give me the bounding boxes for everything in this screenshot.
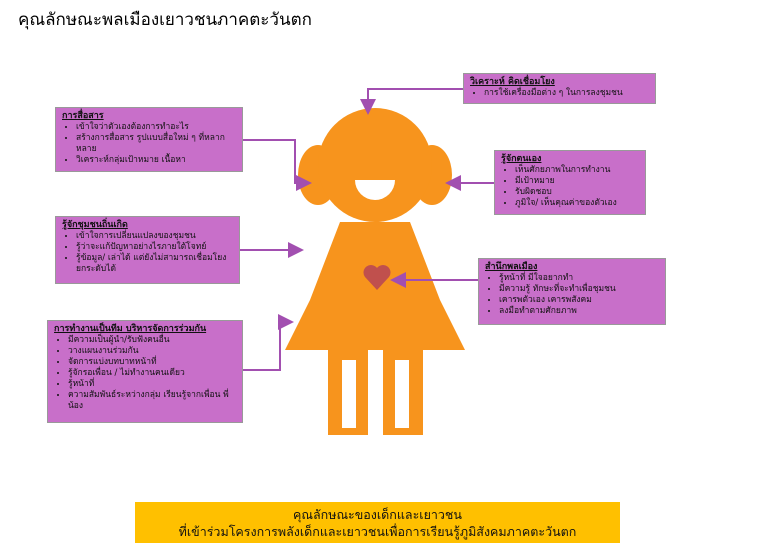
list-item: มีเป้าหมาย — [515, 176, 639, 187]
box-community: รู้จักชุมชนถิ่นเกิด เข้าใจการเปลี่ยนแปลง… — [55, 216, 240, 284]
list-item: วางแผนงานร่วมกัน — [68, 346, 236, 357]
list-item: สร้างการสื่อสาร รูปแบบสื่อใหม่ ๆ ที่หลาก… — [76, 133, 236, 155]
list-item: การใช้เครื่องมือต่าง ๆ ในการลงชุมชน — [484, 88, 649, 99]
list-item: รับผิดชอบ — [515, 187, 639, 198]
box-heading: สำนึกพลเมือง — [485, 262, 538, 272]
caption-banner: คุณลักษณะของเด็กและเยาวชน ที่เข้าร่วมโคร… — [135, 502, 620, 543]
list-item: ลงมือทำตามศักยภาพ — [499, 306, 659, 317]
box-heading: การทำงานเป็นทีม บริหารจัดการร่วมกัน — [54, 324, 207, 334]
list-item: วิเคราะห์กลุ่มเป้าหมาย เนื้อหา — [76, 155, 236, 166]
list-item: มีความรู้ ทักษะที่จะทำเพื่อชุมชน — [499, 284, 659, 295]
box-heading: วิเคราะห์ คิดเชื่อมโยง — [470, 77, 555, 87]
box-teamwork: การทำงานเป็นทีม บริหารจัดการร่วมกัน มีคว… — [47, 320, 243, 423]
list-item: มีความเป็นผู้นำ/รับฟังคนอื่น — [68, 335, 236, 346]
heart-icon — [363, 265, 391, 290]
list-item: รู้ว่าจะแก้ปัญหาอย่างไรภายใต้โจทย์ — [76, 242, 233, 253]
page-title: คุณลักษณะพลเมืองเยาวชนภาคตะวันตก — [18, 10, 312, 30]
list-item: เข้าใจว่าตัวเองต้องการทำอะไร — [76, 122, 236, 133]
box-communication: การสื่อสาร เข้าใจว่าตัวเองต้องการทำอะไรส… — [55, 107, 243, 172]
list-item: รู้ข้อมูล/ เล่าได้ แต่ยังไม่สามารถเชื่อม… — [76, 253, 233, 275]
arrows — [240, 88, 494, 371]
list-item: ความสัมพันธ์ระหว่างกลุ่ม เรียนรู้จากเพื่… — [68, 390, 236, 412]
list-item: เคารพตัวเอง เคารพสังคม — [499, 295, 659, 306]
head — [318, 108, 432, 222]
list-item: รู้จักรอเพื่อน / ไม่ทำงานคนเดียว — [68, 368, 236, 379]
box-heading: การสื่อสาร — [62, 111, 104, 121]
list-item: จัดการแบ่งบทบาทหน้าที่ — [68, 357, 236, 368]
list-item: ภูมิใจ/ เห็นคุณค่าของตัวเอง — [515, 198, 639, 209]
banner-line-1: คุณลักษณะของเด็กและเยาวชน — [293, 507, 462, 522]
list-item: เข้าใจการเปลี่ยนแปลงของชุมชน — [76, 231, 233, 242]
box-analysis: วิเคราะห์ คิดเชื่อมโยง การใช้เครื่องมือต… — [463, 73, 656, 104]
box-civic: สำนึกพลเมือง รู้หน้าที่ มีใจอยากทำมีความ… — [478, 258, 666, 325]
box-heading: รู้จักชุมชนถิ่นเกิด — [62, 220, 128, 230]
list-item: เห็นศักยภาพในการทำงาน — [515, 165, 639, 176]
list-item: รู้หน้าที่ — [68, 379, 236, 390]
smile — [355, 180, 395, 200]
banner-line-2: ที่เข้าร่วมโครงการพลังเด็กและเยาวชนเพื่อ… — [178, 524, 577, 539]
box-heading: รู้จักตนเอง — [501, 154, 542, 164]
list-item: รู้หน้าที่ มีใจอยากทำ — [499, 273, 659, 284]
box-self: รู้จักตนเอง เห็นศักยภาพในการทำงานมีเป้าห… — [494, 150, 646, 215]
